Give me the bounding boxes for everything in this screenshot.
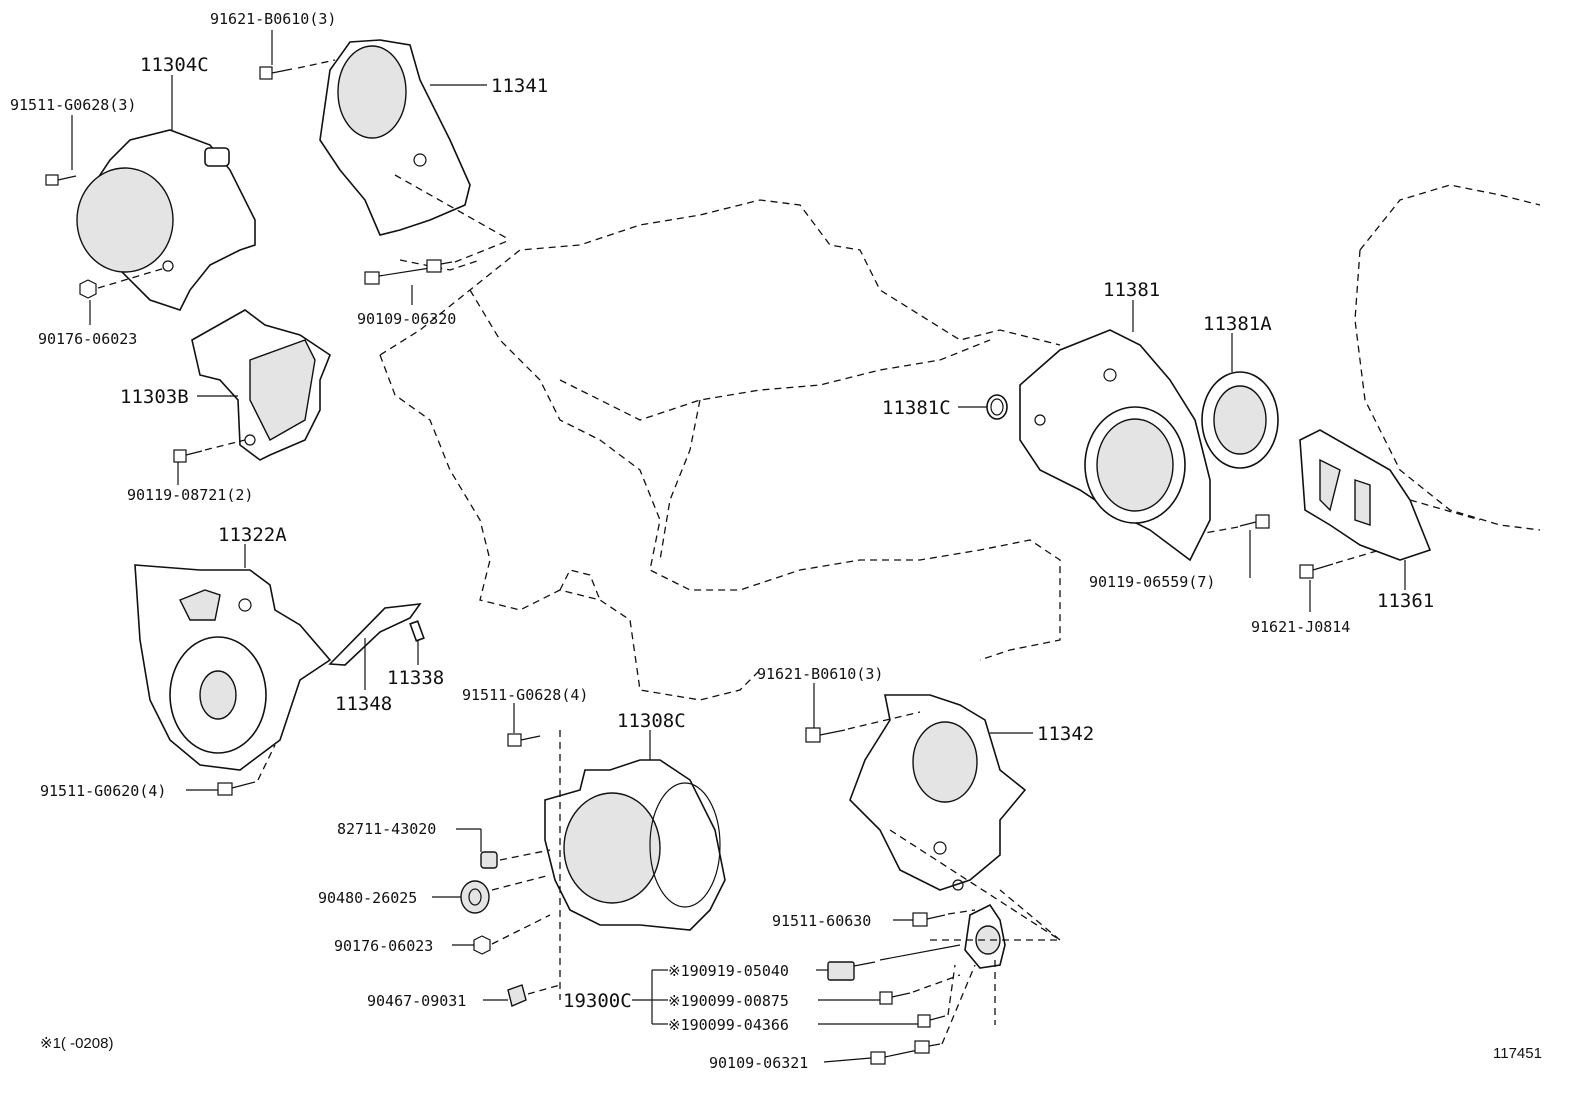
label-190919-05040[interactable]: ※190919-05040 xyxy=(668,962,789,980)
label-11342[interactable]: 11342 xyxy=(1037,723,1094,745)
label-190099-00875[interactable]: ※190099-00875 xyxy=(668,992,789,1010)
label-90176-06023-bottom[interactable]: 90176-06023 xyxy=(334,937,433,955)
nut-90176-06023-top[interactable] xyxy=(79,267,166,299)
label-91511-60630[interactable]: 91511-60630 xyxy=(772,912,871,930)
part-labels: 91621-B0610(3) 11304C 91511-G0628(3) 113… xyxy=(10,10,1542,1072)
label-90119-08721[interactable]: 90119-08721(2) xyxy=(127,486,253,504)
diagram-number: 117451 xyxy=(1493,1045,1542,1062)
label-11381[interactable]: 11381 xyxy=(1103,279,1160,301)
label-91511-g0620[interactable]: 91511-G0620(4) xyxy=(40,782,166,800)
bolt-190099-00875[interactable] xyxy=(879,974,961,1005)
plate-11361[interactable] xyxy=(1299,429,1432,561)
clip-90467-09031[interactable] xyxy=(507,984,561,1007)
stud-90109-06320[interactable] xyxy=(364,174,511,285)
cover-11304c[interactable] xyxy=(76,129,256,311)
plate-11341[interactable] xyxy=(319,39,471,236)
bolt-91511-g0628-mid[interactable] xyxy=(507,730,561,1000)
bolt-91621-b0610-top[interactable] xyxy=(259,59,336,80)
label-11381a[interactable]: 11381A xyxy=(1203,313,1272,335)
label-90467-09031[interactable]: 90467-09031 xyxy=(367,992,466,1010)
grommet-90480-26025[interactable] xyxy=(460,874,551,914)
footnote: ※1( -0208) xyxy=(40,1035,113,1052)
label-19300c[interactable]: 19300C xyxy=(563,990,632,1012)
label-82711-43020[interactable]: 82711-43020 xyxy=(337,820,436,838)
label-91511-g0628-4[interactable]: 91511-G0628(4) xyxy=(462,686,588,704)
oring-11381c[interactable] xyxy=(986,394,1008,420)
label-11303b[interactable]: 11303B xyxy=(120,386,189,408)
bolt-91621-j0814[interactable] xyxy=(1299,549,1381,579)
strip-11348[interactable] xyxy=(328,603,422,666)
bolt-91511-g0620[interactable] xyxy=(217,744,276,796)
bolt-90119-08721[interactable] xyxy=(173,439,246,463)
label-190099-04366[interactable]: ※190099-04366 xyxy=(668,1016,789,1034)
label-11348[interactable]: 11348 xyxy=(335,693,392,715)
plate-11342[interactable] xyxy=(849,694,1027,891)
cover-11322a[interactable] xyxy=(134,564,332,771)
cover-11303b[interactable] xyxy=(191,309,331,461)
leader-lines xyxy=(71,30,1406,1063)
label-11361[interactable]: 11361 xyxy=(1377,590,1434,612)
bolt-91511-60630[interactable] xyxy=(912,909,976,927)
label-11341[interactable]: 11341 xyxy=(491,75,548,97)
label-90109-06321[interactable]: 90109-06321 xyxy=(709,1054,808,1072)
label-91621-b0610-mid[interactable]: 91621-B0610(3) xyxy=(757,665,883,683)
label-90176-06023-top[interactable]: 90176-06023 xyxy=(38,330,137,348)
engine-block-outline xyxy=(379,184,1541,701)
cover-11308c[interactable] xyxy=(544,759,726,931)
label-90109-06320[interactable]: 90109-06320 xyxy=(357,310,456,328)
connector-190919-05040[interactable] xyxy=(827,944,961,981)
stud-90109-06321[interactable] xyxy=(870,964,976,1065)
label-91621-b0610-top[interactable]: 91621-B0610(3) xyxy=(210,10,336,28)
label-90119-06559[interactable]: 90119-06559(7) xyxy=(1089,573,1215,591)
label-11322a[interactable]: 11322A xyxy=(218,524,287,546)
label-90480-26025[interactable]: 90480-26025 xyxy=(318,889,417,907)
bolt-90119-06559[interactable] xyxy=(1204,514,1270,534)
bolt-91511-g0628-top[interactable] xyxy=(45,174,77,186)
label-91621-j0814[interactable]: 91621-J0814 xyxy=(1251,618,1350,636)
label-11304c[interactable]: 11304C xyxy=(140,54,209,76)
nut-90176-06023-bottom[interactable] xyxy=(473,914,551,955)
label-11308c[interactable]: 11308C xyxy=(617,710,686,732)
sensor-assembly-19300c[interactable] xyxy=(889,829,1061,1025)
key-11338[interactable] xyxy=(409,620,425,642)
bolt-91621-b0610-mid[interactable] xyxy=(805,711,921,743)
seal-11381a[interactable] xyxy=(1201,371,1279,469)
label-91511-g0628-3[interactable]: 91511-G0628(3) xyxy=(10,96,136,114)
sensor-82711-43020[interactable] xyxy=(480,849,551,869)
label-11381c[interactable]: 11381C xyxy=(882,397,951,419)
bolt-190099-04366[interactable] xyxy=(917,964,956,1028)
plate-11381[interactable] xyxy=(1019,329,1211,562)
label-11338[interactable]: 11338 xyxy=(387,667,444,689)
